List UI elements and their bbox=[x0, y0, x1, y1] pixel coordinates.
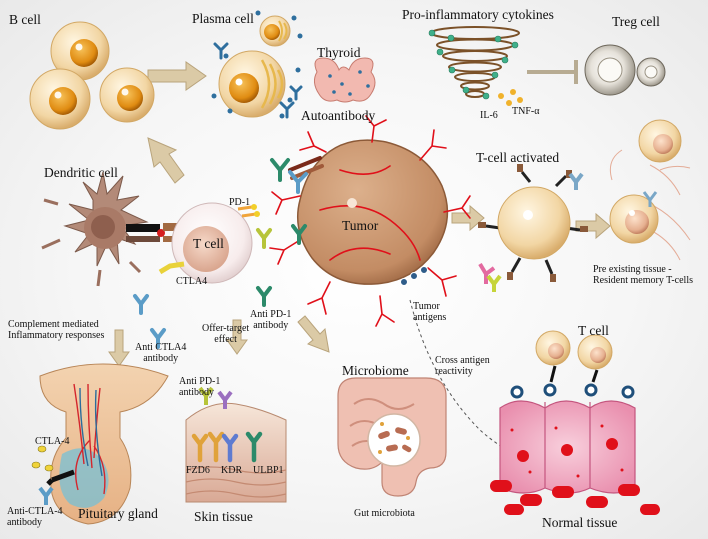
treg-inhibition bbox=[527, 60, 578, 84]
label-resident-memory-t-cells: Pre existing tissue -Resident memory T-c… bbox=[593, 264, 693, 287]
label-t-cell-center: T cell bbox=[193, 236, 224, 251]
skin-tissue bbox=[185, 386, 287, 503]
t-cell-center bbox=[158, 202, 260, 284]
pituitary-gland bbox=[31, 363, 169, 525]
label-pd1: PD-1 bbox=[229, 197, 251, 208]
t-cell-activated bbox=[478, 164, 588, 292]
label-fzd6: FZD6 bbox=[186, 465, 210, 476]
arrow-bcell-to-plasma bbox=[147, 61, 207, 91]
arrow-tumor-to-microbiome bbox=[297, 315, 330, 353]
plasma-cells bbox=[211, 10, 303, 119]
arrow-dc-to-pituitary bbox=[108, 329, 130, 367]
label-ctla4: CTLA4 bbox=[176, 276, 208, 287]
gut bbox=[337, 377, 447, 497]
thyroid bbox=[313, 57, 376, 103]
b-cells bbox=[29, 21, 155, 130]
label-ctla4-pituitary: CTLA-4 bbox=[35, 436, 70, 447]
label-treg-cell: Treg cell bbox=[612, 14, 660, 29]
arrow-tcell-to-bcell bbox=[147, 137, 185, 184]
memory-t-cells bbox=[609, 119, 691, 261]
label-b-cell: B cell bbox=[9, 12, 41, 27]
cytokine-spiral bbox=[428, 26, 523, 106]
label-autoantibody: Autoantibody bbox=[301, 108, 376, 123]
label-plasma-cell: Plasma cell bbox=[192, 11, 254, 26]
label-tumor: Tumor bbox=[342, 218, 379, 233]
label-ulbp1: ULBP1 bbox=[253, 465, 284, 476]
label-t-cell-activated: T-cell activated bbox=[476, 150, 560, 165]
antibodies-tumor bbox=[133, 158, 308, 349]
arrow-tumor-to-activated bbox=[451, 204, 485, 232]
label-tnf-alpha: TNF-α bbox=[512, 106, 540, 117]
label-normal-tissue: Normal tissue bbox=[542, 515, 618, 530]
label-il6: IL-6 bbox=[480, 110, 498, 121]
cross-reactivity-line bbox=[409, 299, 521, 457]
dendritic-cell bbox=[41, 171, 179, 287]
label-t-cell-right: T cell bbox=[578, 323, 609, 338]
label-thyroid: Thyroid bbox=[317, 45, 361, 60]
label-gut-microbiota: Gut microbiota bbox=[354, 508, 415, 519]
arrow-tcell-to-skin bbox=[226, 319, 248, 355]
label-pituitary-gland: Pituitary gland bbox=[78, 506, 158, 521]
label-microbiome: Microbiome bbox=[342, 363, 409, 378]
label-pro-inflammatory-cytokines: Pro-inflammatory cytokines bbox=[402, 7, 554, 22]
label-dendritic-cell: Dendritic cell bbox=[44, 165, 118, 180]
label-kdr: KDR bbox=[221, 465, 243, 476]
treg-cells bbox=[584, 44, 666, 96]
label-skin-tissue: Skin tissue bbox=[194, 509, 253, 524]
tumor bbox=[269, 115, 471, 327]
normal-tissue bbox=[490, 330, 660, 515]
flow-arrows bbox=[108, 61, 611, 367]
